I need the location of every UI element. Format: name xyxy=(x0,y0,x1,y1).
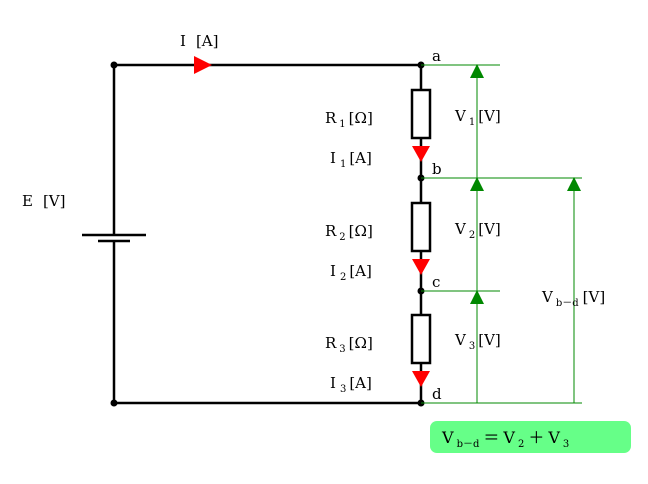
voltage-arrowheads xyxy=(470,64,581,304)
source-label: E[V] xyxy=(22,192,66,210)
main-current-arrow xyxy=(194,56,212,74)
main-current-label: I[A] xyxy=(180,32,218,50)
circuit-wires xyxy=(112,63,423,405)
node-label-b: b xyxy=(432,160,442,178)
current-arrow-i1 xyxy=(412,146,430,162)
v2-arrowhead xyxy=(470,177,484,191)
current-arrow-i2 xyxy=(412,259,430,275)
resistor-r3 xyxy=(410,313,432,365)
node-dots xyxy=(110,61,425,407)
voltage-reference-lines xyxy=(421,64,582,404)
node-label-c: c xyxy=(432,273,440,291)
vbd-arrowhead xyxy=(567,177,581,191)
v1-arrowhead xyxy=(470,64,484,78)
node-label-d: d xyxy=(432,385,442,403)
resistor-r1 xyxy=(410,88,432,140)
v3-arrowhead xyxy=(470,290,484,304)
current-arrow-i3 xyxy=(412,371,430,387)
corner-dot-bottom-left xyxy=(110,399,118,407)
equation-box xyxy=(430,421,631,453)
resistor-r2 xyxy=(410,201,432,253)
corner-dot-top-left xyxy=(110,61,118,69)
battery-symbol xyxy=(82,233,146,243)
node-label-a: a xyxy=(432,47,441,65)
